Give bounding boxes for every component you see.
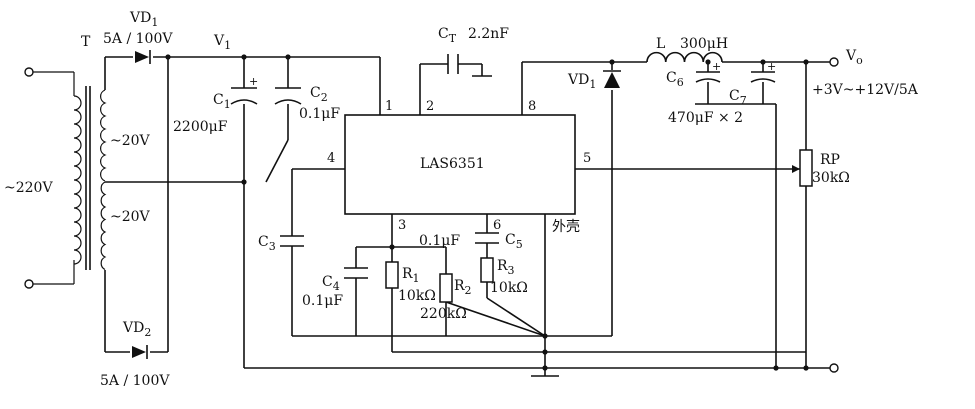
vd1-input-rating: 5A / 100V	[103, 31, 173, 47]
vd1-input-label: VD1	[129, 10, 158, 29]
transformer	[73, 86, 107, 271]
ac-terminal-bottom	[24, 279, 34, 289]
c4-label: C4	[322, 274, 340, 293]
c6-label: C6	[666, 70, 684, 89]
ac-terminal-top	[24, 67, 34, 77]
r3-label: R3	[497, 258, 515, 277]
output-caps-value: 470μF × 2	[668, 110, 743, 126]
c2-capacitor-symbol	[274, 87, 302, 105]
c1-capacitor-symbol	[230, 87, 258, 105]
r1-resistor-symbol	[385, 261, 399, 289]
v1-label: V1	[213, 33, 231, 52]
ct-capacitor-symbol	[447, 54, 459, 74]
vd2-input-diode-symbol	[132, 345, 148, 359]
vd2-input-label: VD2	[122, 320, 151, 339]
vd1-input-diode-symbol	[135, 50, 151, 64]
transformer-ref: T	[81, 34, 91, 50]
r1-label: R1	[402, 266, 420, 285]
c5-capacitor-symbol	[475, 232, 499, 244]
r2-resistor-symbol	[439, 273, 453, 303]
c1-label: C1	[213, 92, 231, 111]
c6-capacitor-symbol	[695, 71, 721, 83]
c1-polarity: +	[249, 75, 258, 88]
c3-label: C3	[258, 234, 276, 253]
ic-pin-2: 2	[426, 99, 434, 114]
primary-voltage: ~220V	[4, 180, 53, 196]
wires	[33, 56, 830, 377]
c2-label: C2	[310, 85, 328, 104]
junction-dots	[165, 54, 809, 371]
inductor-value: 300μH	[680, 36, 728, 52]
ic-pin-5: 5	[583, 151, 591, 166]
r2-value: 220kΩ	[420, 306, 467, 322]
c3-capacitor-symbol	[280, 235, 304, 247]
c6-polarity: +	[712, 60, 721, 73]
vd1-output-label: VD1	[567, 72, 596, 91]
ic-pin-6: 6	[493, 218, 501, 233]
c7-polarity: +	[767, 60, 776, 73]
c4-value: 0.1μF	[302, 293, 343, 309]
c2-value: 0.1μF	[299, 106, 340, 122]
c5-value: 0.1μF	[419, 233, 460, 249]
secondary-top-voltage: ~20V	[110, 133, 151, 149]
vout-range: +3V~+12V/5A	[812, 82, 919, 98]
ct-label: CT	[438, 26, 457, 45]
output-terminal-neg	[829, 363, 839, 373]
vd2-input-rating: 5A / 100V	[100, 373, 170, 389]
rp-value: 30kΩ	[812, 170, 850, 186]
vout-label: Vo	[845, 48, 863, 67]
ic-pin-4: 4	[327, 151, 335, 166]
c1-value: 2200μF	[173, 119, 228, 135]
vd1-output-diode-symbol	[603, 70, 621, 88]
c7-label: C7	[729, 88, 747, 107]
inductor-ref: L	[656, 36, 665, 52]
ct-value: 2.2nF	[468, 26, 509, 42]
terminals	[24, 57, 839, 373]
r3-resistor-symbol	[480, 257, 494, 283]
secondary-bottom-voltage: ~20V	[110, 209, 151, 225]
ic-pin-1: 1	[385, 99, 393, 114]
ic-case-label: 外壳	[552, 218, 580, 235]
rp-potentiometer-symbol	[792, 149, 813, 187]
ic-pin-8: 8	[528, 99, 536, 114]
inductor-symbol	[646, 51, 723, 63]
ic-pin-3: 3	[398, 218, 406, 233]
ic-name: LAS6351	[420, 156, 485, 172]
r1-value: 10kΩ	[398, 288, 436, 304]
output-terminal-pos	[829, 57, 839, 67]
rp-label: RP	[820, 152, 840, 168]
r2-label: R2	[454, 278, 472, 297]
c5-label: C5	[505, 232, 523, 251]
c4-capacitor-symbol	[344, 267, 368, 279]
r3-value: 10kΩ	[490, 280, 528, 296]
c7-capacitor-symbol	[750, 71, 776, 83]
ic-las6351-box	[344, 114, 576, 215]
